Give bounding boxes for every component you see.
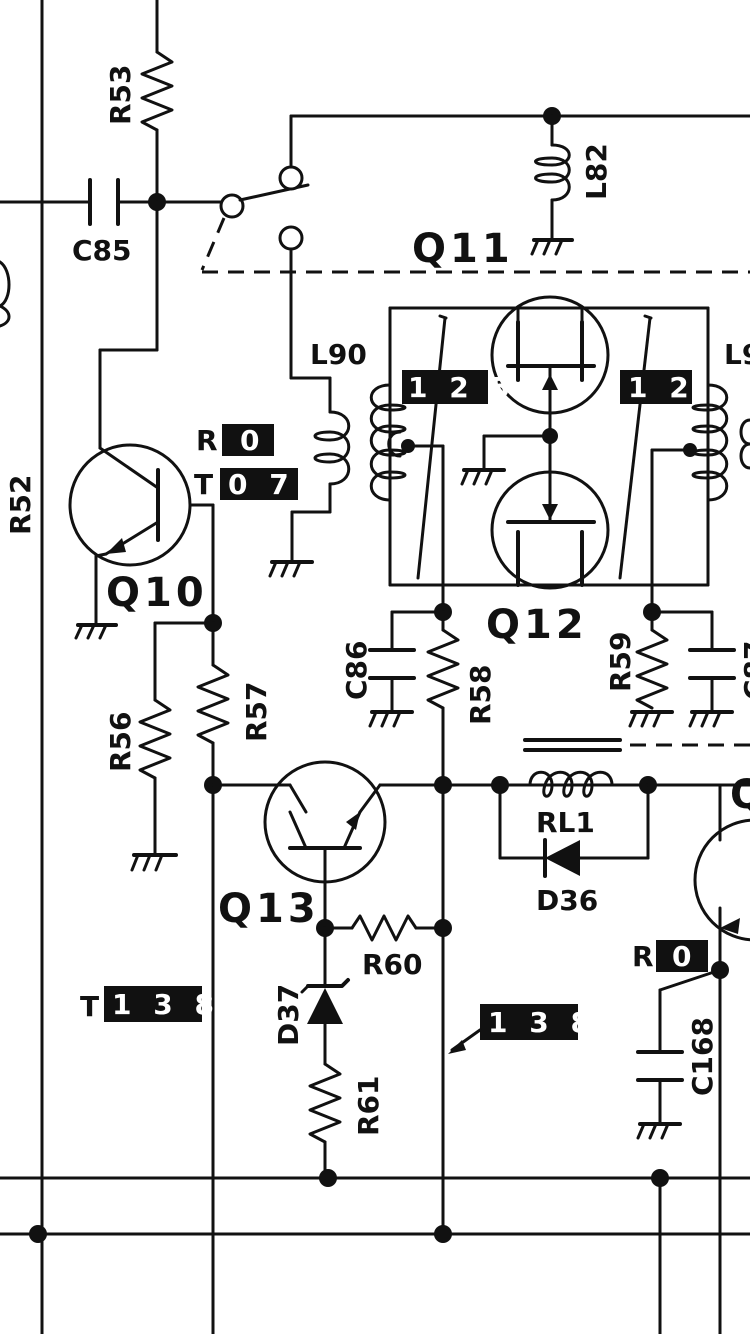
q10-transistor	[68, 200, 215, 640]
label-c87: C87	[738, 640, 750, 700]
label-d36: D36	[536, 884, 598, 917]
q10-t-value: 0 7	[228, 468, 295, 501]
r59-c87-network	[628, 603, 736, 728]
label-q11: Q11	[412, 226, 514, 272]
label-q12: Q12	[486, 602, 588, 648]
label-r61: R61	[352, 1075, 385, 1136]
q10-r-value: 0	[240, 424, 265, 457]
label-l9x: L9	[724, 338, 750, 371]
label-q10: Q10	[106, 570, 208, 616]
q12-right-value: 1 2	[628, 371, 695, 404]
l90-inductor	[268, 376, 351, 578]
l82-inductor	[530, 107, 574, 256]
label-r58: R58	[464, 664, 497, 725]
label-c85: C85	[72, 234, 132, 267]
label-r52: R52	[4, 474, 37, 535]
label-c168: C168	[686, 1017, 719, 1096]
right-r-value: 0	[672, 940, 697, 973]
relay-link	[523, 738, 750, 752]
q10-t-letter: T	[194, 468, 213, 501]
label-d37: D37	[272, 984, 305, 1046]
t138-letter: T	[80, 990, 99, 1023]
label-r60: R60	[362, 948, 423, 981]
label-r59: R59	[604, 631, 637, 692]
r53-resistor	[140, 0, 174, 204]
q12-left-box	[402, 370, 488, 404]
t138-value: 1 3 8	[112, 988, 220, 1021]
c86-r58-network	[368, 603, 460, 787]
label-r56: R56	[104, 711, 137, 772]
q-right-transistor	[646, 783, 750, 972]
c168-network	[636, 961, 729, 1140]
r56-r57-network	[130, 614, 230, 872]
mid138-box	[480, 1004, 578, 1040]
q10-t-box	[220, 468, 298, 500]
label-q-right: Q	[730, 772, 750, 818]
label-r57: R57	[240, 681, 273, 742]
label-rl1: RL1	[536, 806, 595, 839]
q12-right-box	[620, 370, 692, 404]
q10-r-box	[222, 424, 274, 456]
c85-capacitor	[0, 178, 226, 226]
antenna-switch	[200, 114, 750, 380]
label-r53: R53	[104, 64, 137, 125]
right-r-letter: R	[632, 940, 654, 973]
q10-r-letter: R	[196, 424, 218, 457]
edge-coil-fragment	[0, 260, 11, 328]
label-l82: L82	[580, 143, 613, 200]
label-c86: C86	[340, 640, 373, 700]
mid138-value: 1 3 8	[488, 1006, 596, 1039]
label-l90: L90	[310, 338, 367, 371]
label-q13: Q13	[218, 886, 320, 932]
t138-box	[104, 986, 202, 1022]
q12-block	[369, 295, 750, 614]
r60-d37-r61-network	[300, 914, 452, 1180]
right-r-box	[656, 940, 708, 972]
rl1-d36-network	[491, 770, 657, 878]
q12-left-value: 1 2 5	[408, 371, 516, 404]
